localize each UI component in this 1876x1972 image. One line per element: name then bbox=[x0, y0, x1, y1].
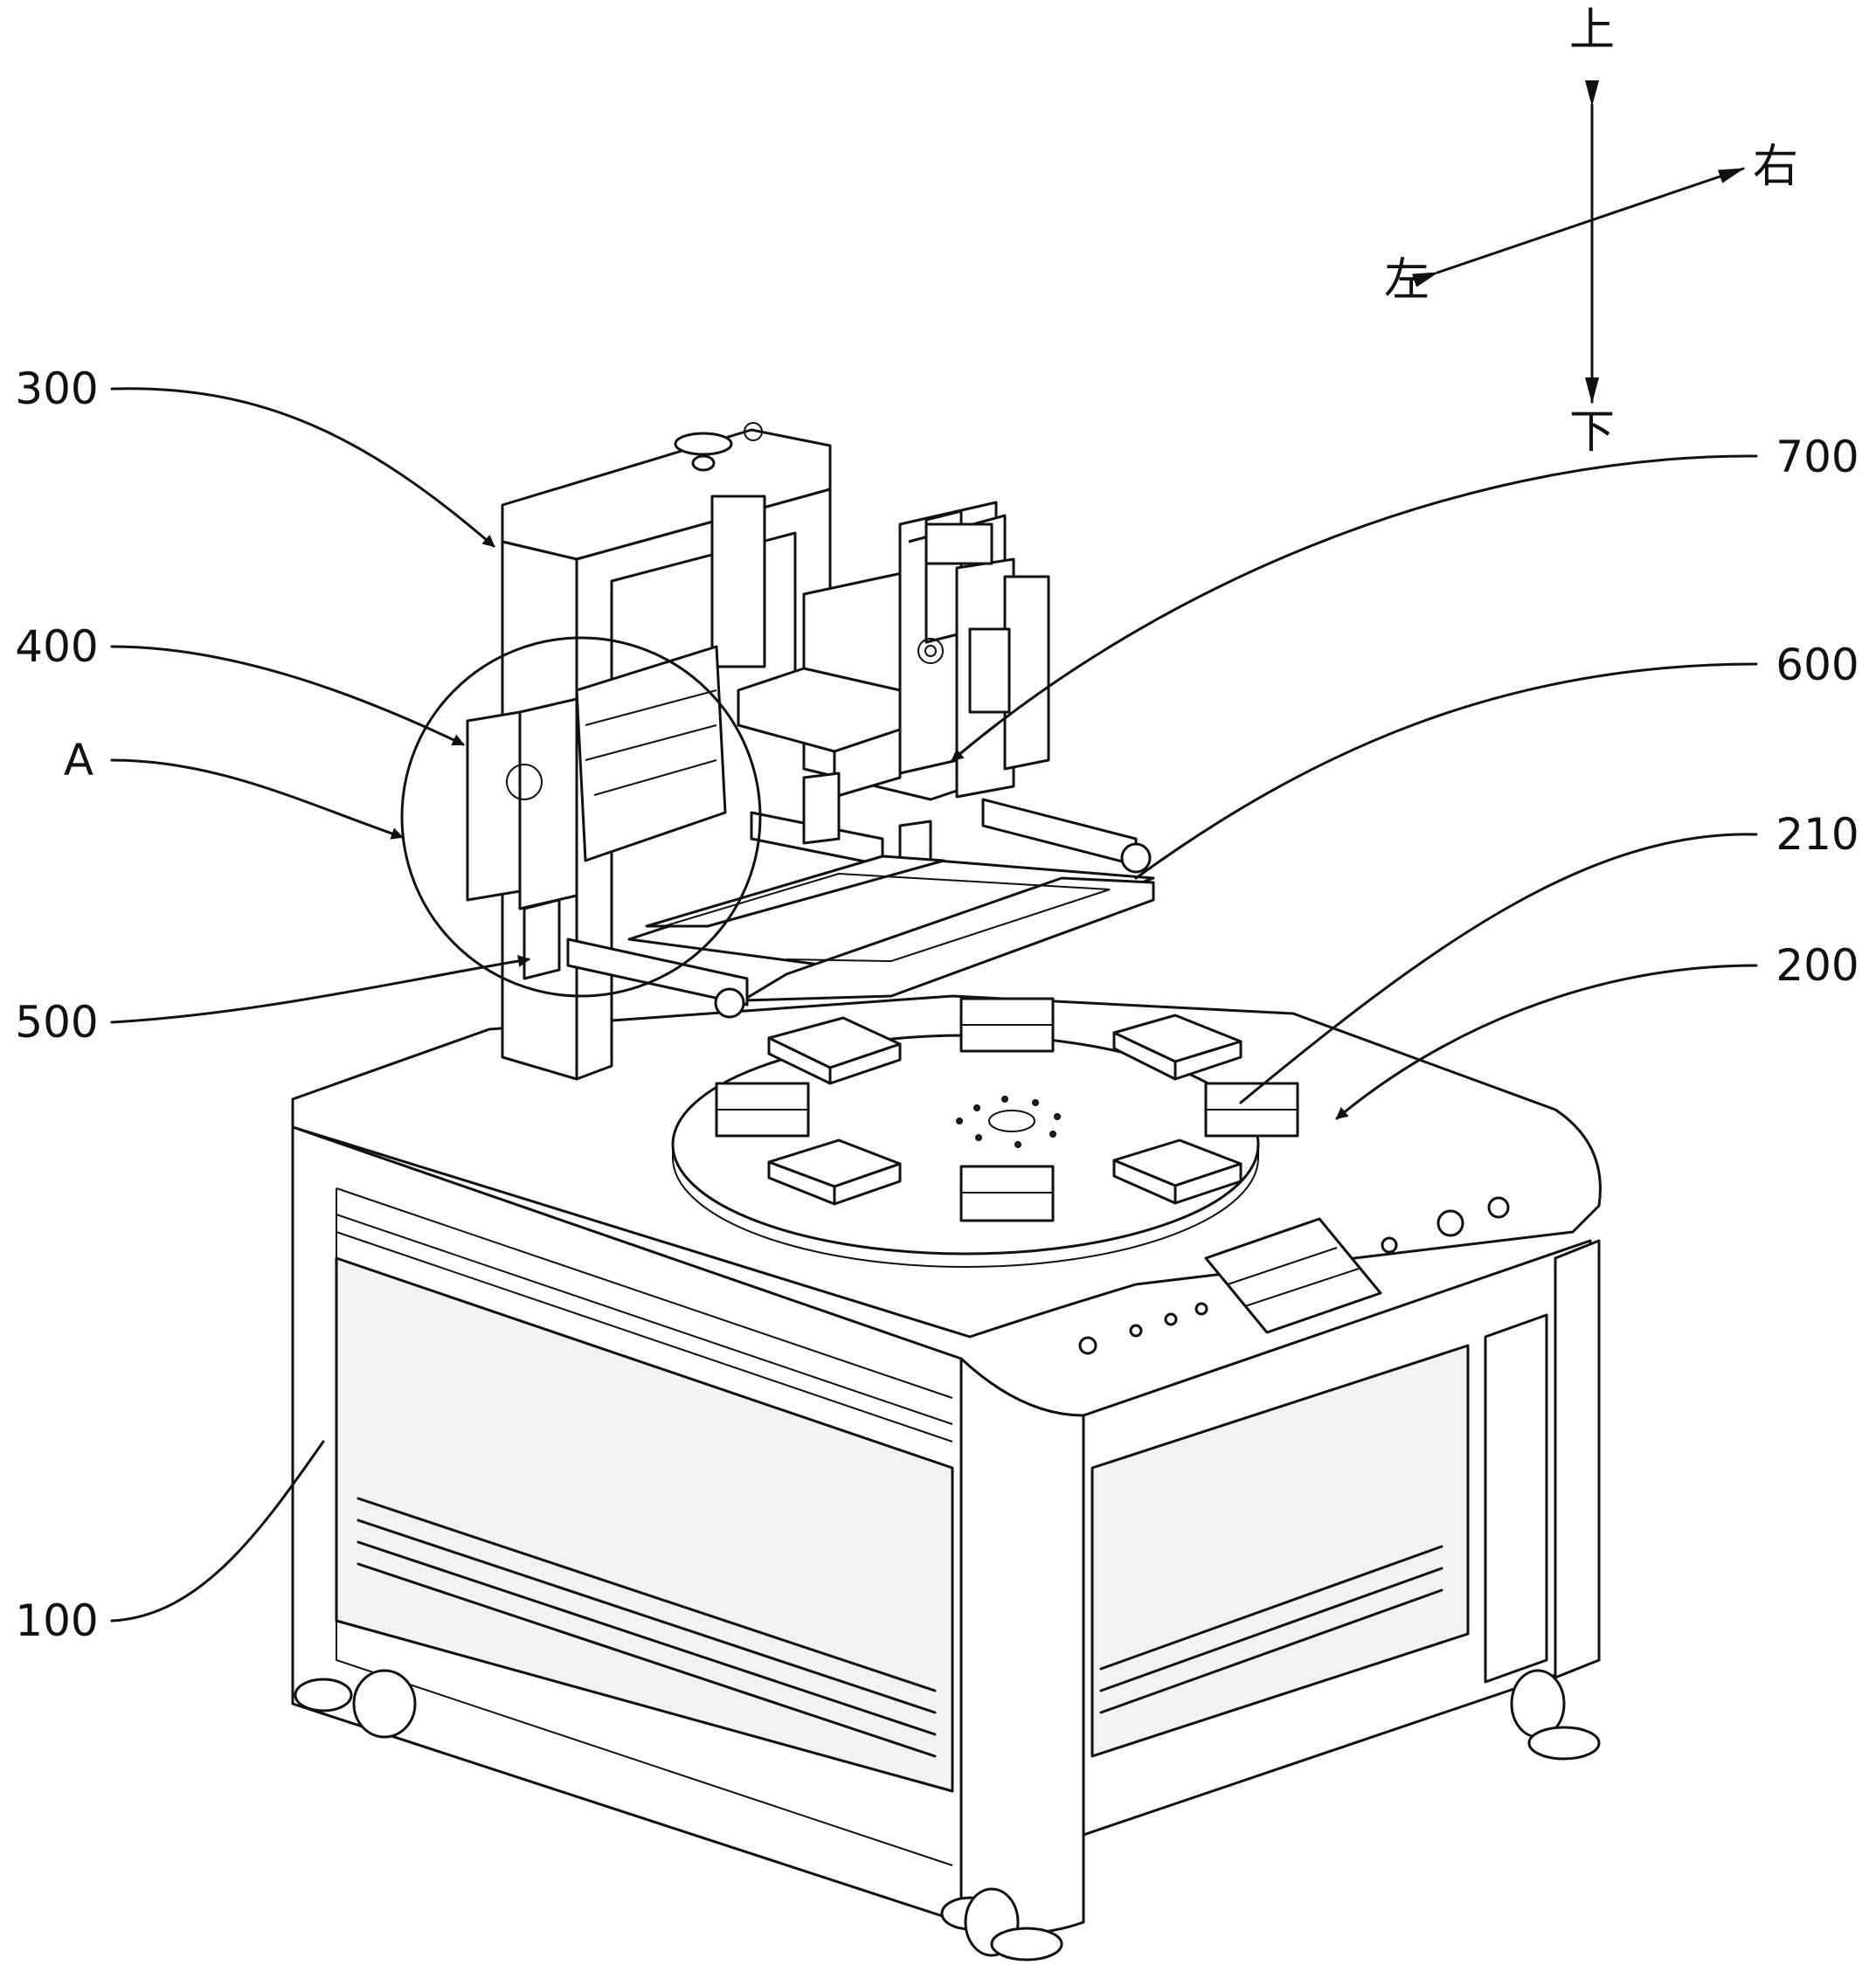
panel-button bbox=[1080, 1338, 1096, 1353]
label-500: 500 bbox=[15, 997, 98, 1048]
label-400: 400 bbox=[15, 621, 98, 672]
label-a: A bbox=[64, 735, 93, 785]
label-210: 210 bbox=[1776, 809, 1859, 860]
workpiece bbox=[961, 999, 1053, 1051]
handwheel-icon bbox=[675, 433, 731, 454]
label-300: 300 bbox=[15, 363, 98, 414]
workpiece bbox=[1206, 1083, 1298, 1136]
label-200: 200 bbox=[1776, 940, 1859, 991]
key-switch bbox=[1438, 1211, 1463, 1235]
label-700: 700 bbox=[1776, 432, 1859, 482]
panel-button bbox=[1489, 1198, 1508, 1217]
direction-left-label: 左 bbox=[1384, 254, 1429, 307]
indicator-light bbox=[1196, 1304, 1207, 1314]
workpiece bbox=[961, 1166, 1053, 1221]
direction-compass: 上 下 左 右 bbox=[1384, 4, 1798, 459]
direction-right-label: 右 bbox=[1753, 141, 1798, 193]
vertical-slide-plate bbox=[712, 496, 765, 667]
horizontal-axis-arrow bbox=[1437, 169, 1743, 273]
label-100: 100 bbox=[15, 1595, 98, 1646]
rail-right bbox=[983, 799, 1136, 865]
workpiece bbox=[716, 1083, 808, 1136]
direction-up-label: 上 bbox=[1569, 4, 1615, 57]
direction-down-label: 下 bbox=[1569, 406, 1615, 459]
panel-button bbox=[1382, 1238, 1396, 1252]
indicator-light bbox=[1131, 1325, 1141, 1336]
indicator-light bbox=[1166, 1314, 1176, 1325]
label-600: 600 bbox=[1776, 640, 1859, 690]
